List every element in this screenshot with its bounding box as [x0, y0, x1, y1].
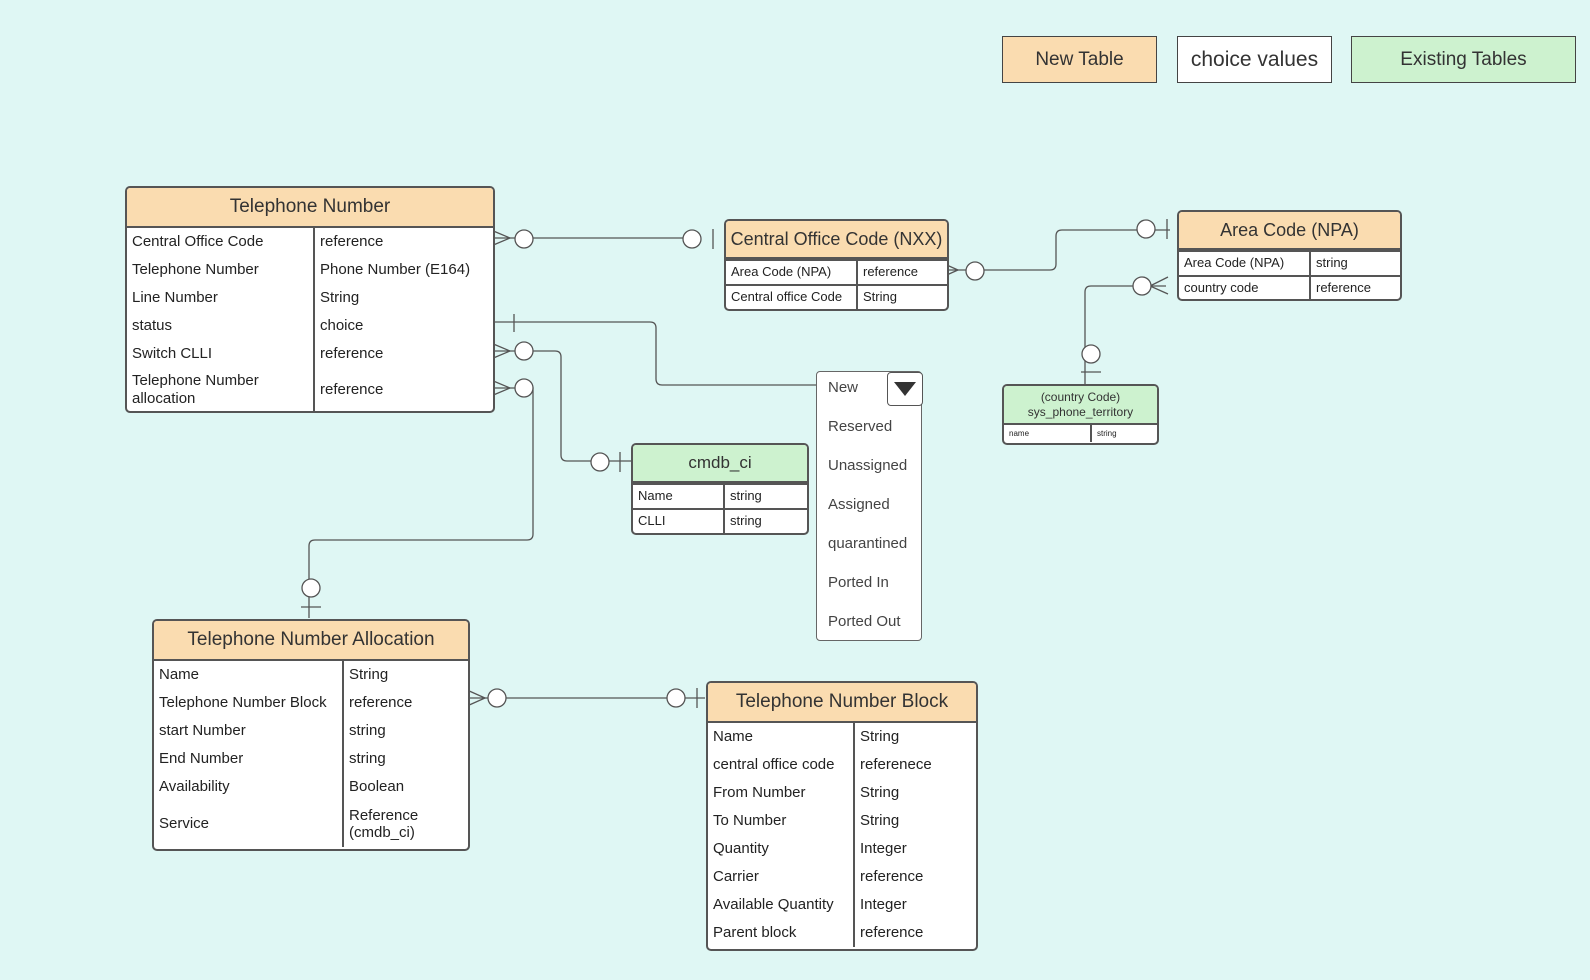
table-row: central office code referenece	[708, 751, 976, 779]
legend-choice-values: choice values	[1177, 36, 1332, 83]
table-title: Telephone Number	[127, 188, 493, 228]
table-row: Central office Code String	[726, 284, 947, 309]
connector-clli-to-cmdb	[486, 350, 640, 462]
table-row: Central Office Code reference	[127, 228, 493, 256]
legend-new-table: New Table	[1002, 36, 1157, 83]
choice-option[interactable]: Assigned	[828, 496, 890, 513]
status-choice-values[interactable]: New Reserved Unassigned Assigned quarant…	[816, 371, 923, 641]
table-telephone-number-block[interactable]: Telephone Number Block Name String centr…	[706, 681, 978, 951]
connector-npa-to-country	[1084, 285, 1166, 384]
table-row: Area Code (NPA) string	[1179, 250, 1400, 275]
table-row: country code reference	[1179, 275, 1400, 299]
table-row: Name string	[633, 483, 807, 508]
table-row: Name String	[154, 661, 468, 689]
table-row: start Number string	[154, 717, 468, 745]
table-cmdb-ci[interactable]: cmdb_ci Name string CLLI string	[631, 443, 809, 535]
table-row: End Number string	[154, 745, 468, 773]
choice-option[interactable]: Ported Out	[828, 613, 901, 630]
choice-option[interactable]: Reserved	[828, 418, 893, 435]
table-title: cmdb_ci	[633, 445, 807, 483]
table-telephone-number[interactable]: Telephone Number Central Office Code ref…	[125, 186, 495, 413]
table-row: Name String	[708, 723, 976, 751]
table-row: Available Quantity Integer	[708, 891, 976, 919]
table-central-office-code[interactable]: Central Office Code (NXX) Area Code (NPA…	[724, 219, 949, 311]
legend-existing-tables: Existing Tables	[1351, 36, 1576, 83]
table-row: Telephone Number allocation reference	[127, 368, 493, 411]
table-row: Parent block reference	[708, 919, 976, 947]
table-title: Telephone Number Allocation	[154, 621, 468, 661]
table-row: From Number String	[708, 779, 976, 807]
table-row: Carrier reference	[708, 863, 976, 891]
connector-status-to-choices	[486, 321, 817, 386]
choice-selected-new: New	[828, 379, 859, 396]
table-row: Line Number String	[127, 284, 493, 312]
table-row: status choice	[127, 312, 493, 340]
table-row: Quantity Integer	[708, 835, 976, 863]
table-telephone-number-allocation[interactable]: Telephone Number Allocation Name String …	[152, 619, 470, 851]
table-sys-phone-territory[interactable]: (country Code) sys_phone_territory name …	[1002, 384, 1159, 445]
table-row: Telephone Number Phone Number (E164)	[127, 256, 493, 284]
table-area-code[interactable]: Area Code (NPA) Area Code (NPA) string c…	[1177, 210, 1402, 301]
choice-option[interactable]: quarantined	[828, 535, 908, 552]
dropdown-button[interactable]	[887, 372, 923, 406]
table-row: Service Reference (cmdb_ci)	[154, 801, 468, 847]
table-title: Central Office Code (NXX)	[726, 221, 947, 259]
table-row: Availability Boolean	[154, 773, 468, 801]
table-title-line1: (country Code)	[1040, 389, 1121, 404]
table-row: Switch CLLI reference	[127, 340, 493, 368]
choice-option[interactable]: Ported In	[828, 574, 889, 591]
table-row: CLLI string	[633, 508, 807, 533]
table-row: name string	[1004, 425, 1157, 442]
choice-option[interactable]: Unassigned	[828, 457, 908, 474]
connector-nxx-to-npa	[933, 229, 1170, 271]
connector-tn-to-allocation	[308, 387, 534, 618]
table-row: Telephone Number Block reference	[154, 689, 468, 717]
table-title: Telephone Number Block	[708, 683, 976, 723]
table-title: Area Code (NPA)	[1179, 212, 1400, 250]
triangle-down-icon	[894, 382, 916, 396]
table-row: To Number String	[708, 807, 976, 835]
table-title: (country Code) sys_phone_territory	[1004, 386, 1157, 425]
table-title-line2: sys_phone_territory	[1027, 404, 1134, 419]
table-row: Area Code (NPA) reference	[726, 259, 947, 284]
